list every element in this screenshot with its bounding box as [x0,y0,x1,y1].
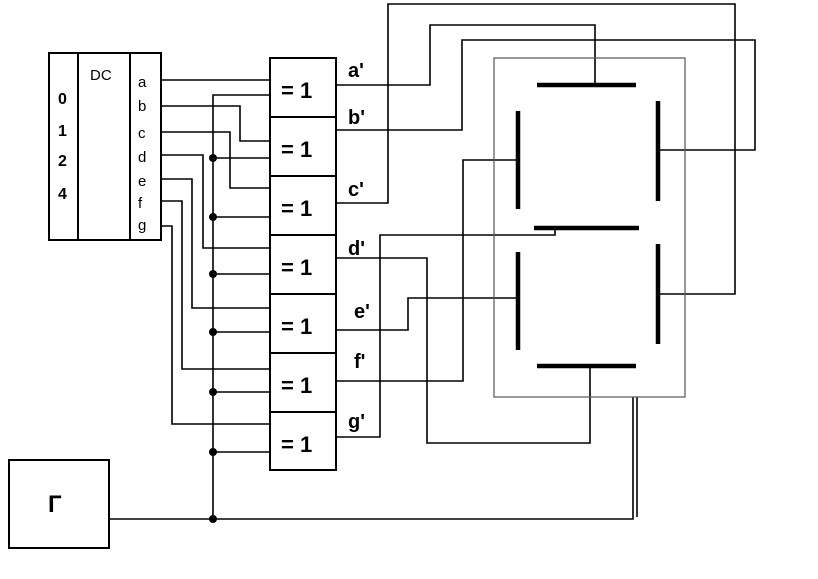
junction-dot [209,270,217,278]
output-label-c: c' [348,179,364,201]
decoder-input-4: 4 [58,186,67,203]
decoder-output-a: a [138,74,147,91]
generator-frame [8,459,110,549]
xor-gate-3: = 1 [281,196,312,221]
gate-output-labels: a' b' c' d' e' f' g' [348,60,370,433]
xor-gate-stack: = 1 = 1 = 1 = 1 = 1 = 1 = 1 [269,57,337,471]
output-label-f: f' [354,351,365,373]
decoder-output-c: c [138,125,146,142]
junction-dot [209,388,217,396]
seven-segment-display [493,57,686,398]
xor-gate-7: = 1 [281,432,312,457]
generator-block: Г [8,459,110,549]
xor-stack-frame [269,57,337,471]
junction-dot [209,213,217,221]
xor-gate-1: = 1 [281,78,312,103]
decoder-input-1: 1 [58,123,67,140]
junction-dot [209,154,217,162]
decoder-frame [48,52,162,241]
decoder-output-g: g [138,217,146,234]
xor-gate-6: = 1 [281,373,312,398]
output-label-b: b' [348,107,365,129]
xor-gate-5: = 1 [281,314,312,339]
decoder-output-b: b [138,98,146,115]
decoder-output-d: d [138,149,146,166]
output-label-g: g' [348,411,365,433]
generator-bus [110,94,638,523]
xor-gate-4: = 1 [281,255,312,280]
gate-to-display-wires [336,3,756,444]
decoder-input-0: 0 [58,91,67,108]
output-label-e: e' [354,301,370,323]
generator-label: Г [48,491,62,518]
decoder-output-e: e [138,173,146,190]
decoder-input-2: 2 [58,153,67,170]
decoder-to-gate-wires [161,79,270,425]
decoder-title: DC [90,67,112,84]
decoder-block: DC 0 1 2 4 a b c d e f g [48,52,162,241]
display-frame [493,57,686,398]
junction-dot [209,328,217,336]
junction-dot [209,448,217,456]
output-label-d: d' [348,238,365,260]
decoder-output-f: f [138,195,143,212]
xor-gate-2: = 1 [281,137,312,162]
output-label-a: a' [348,60,364,82]
